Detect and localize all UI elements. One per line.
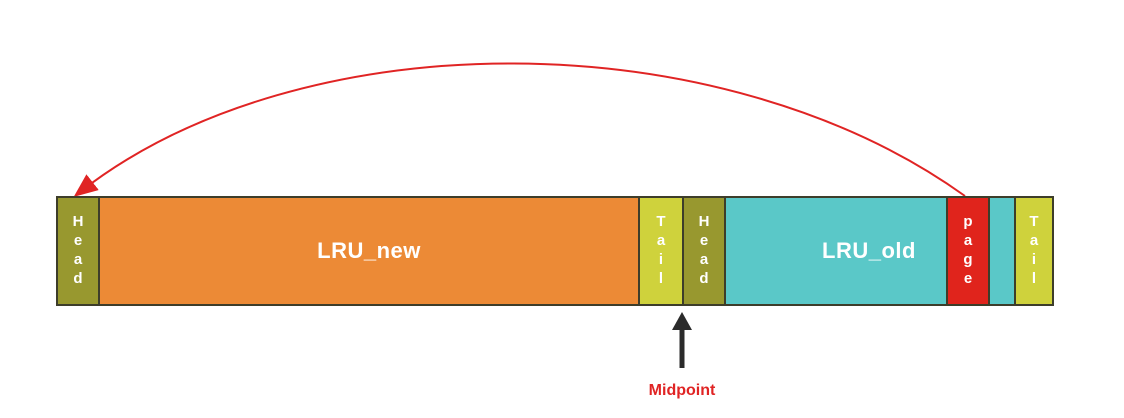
lru-new-tail: Tail [640, 198, 684, 304]
lru-old-remainder [990, 198, 1016, 304]
page-block: page [948, 198, 990, 304]
lru-old-head: Head [684, 198, 726, 304]
lru-old-region: LRU_old [726, 198, 948, 304]
lru-list-bar: Head LRU_new Tail Head LRU_old page Tail [56, 196, 1054, 306]
lru-old-tail: Tail [1016, 198, 1052, 304]
lru-new-head: Head [58, 198, 100, 304]
move-to-head-arrow [73, 62, 966, 197]
lru-new-region: LRU_new [100, 198, 640, 304]
midpoint-label: Midpoint [648, 382, 716, 399]
